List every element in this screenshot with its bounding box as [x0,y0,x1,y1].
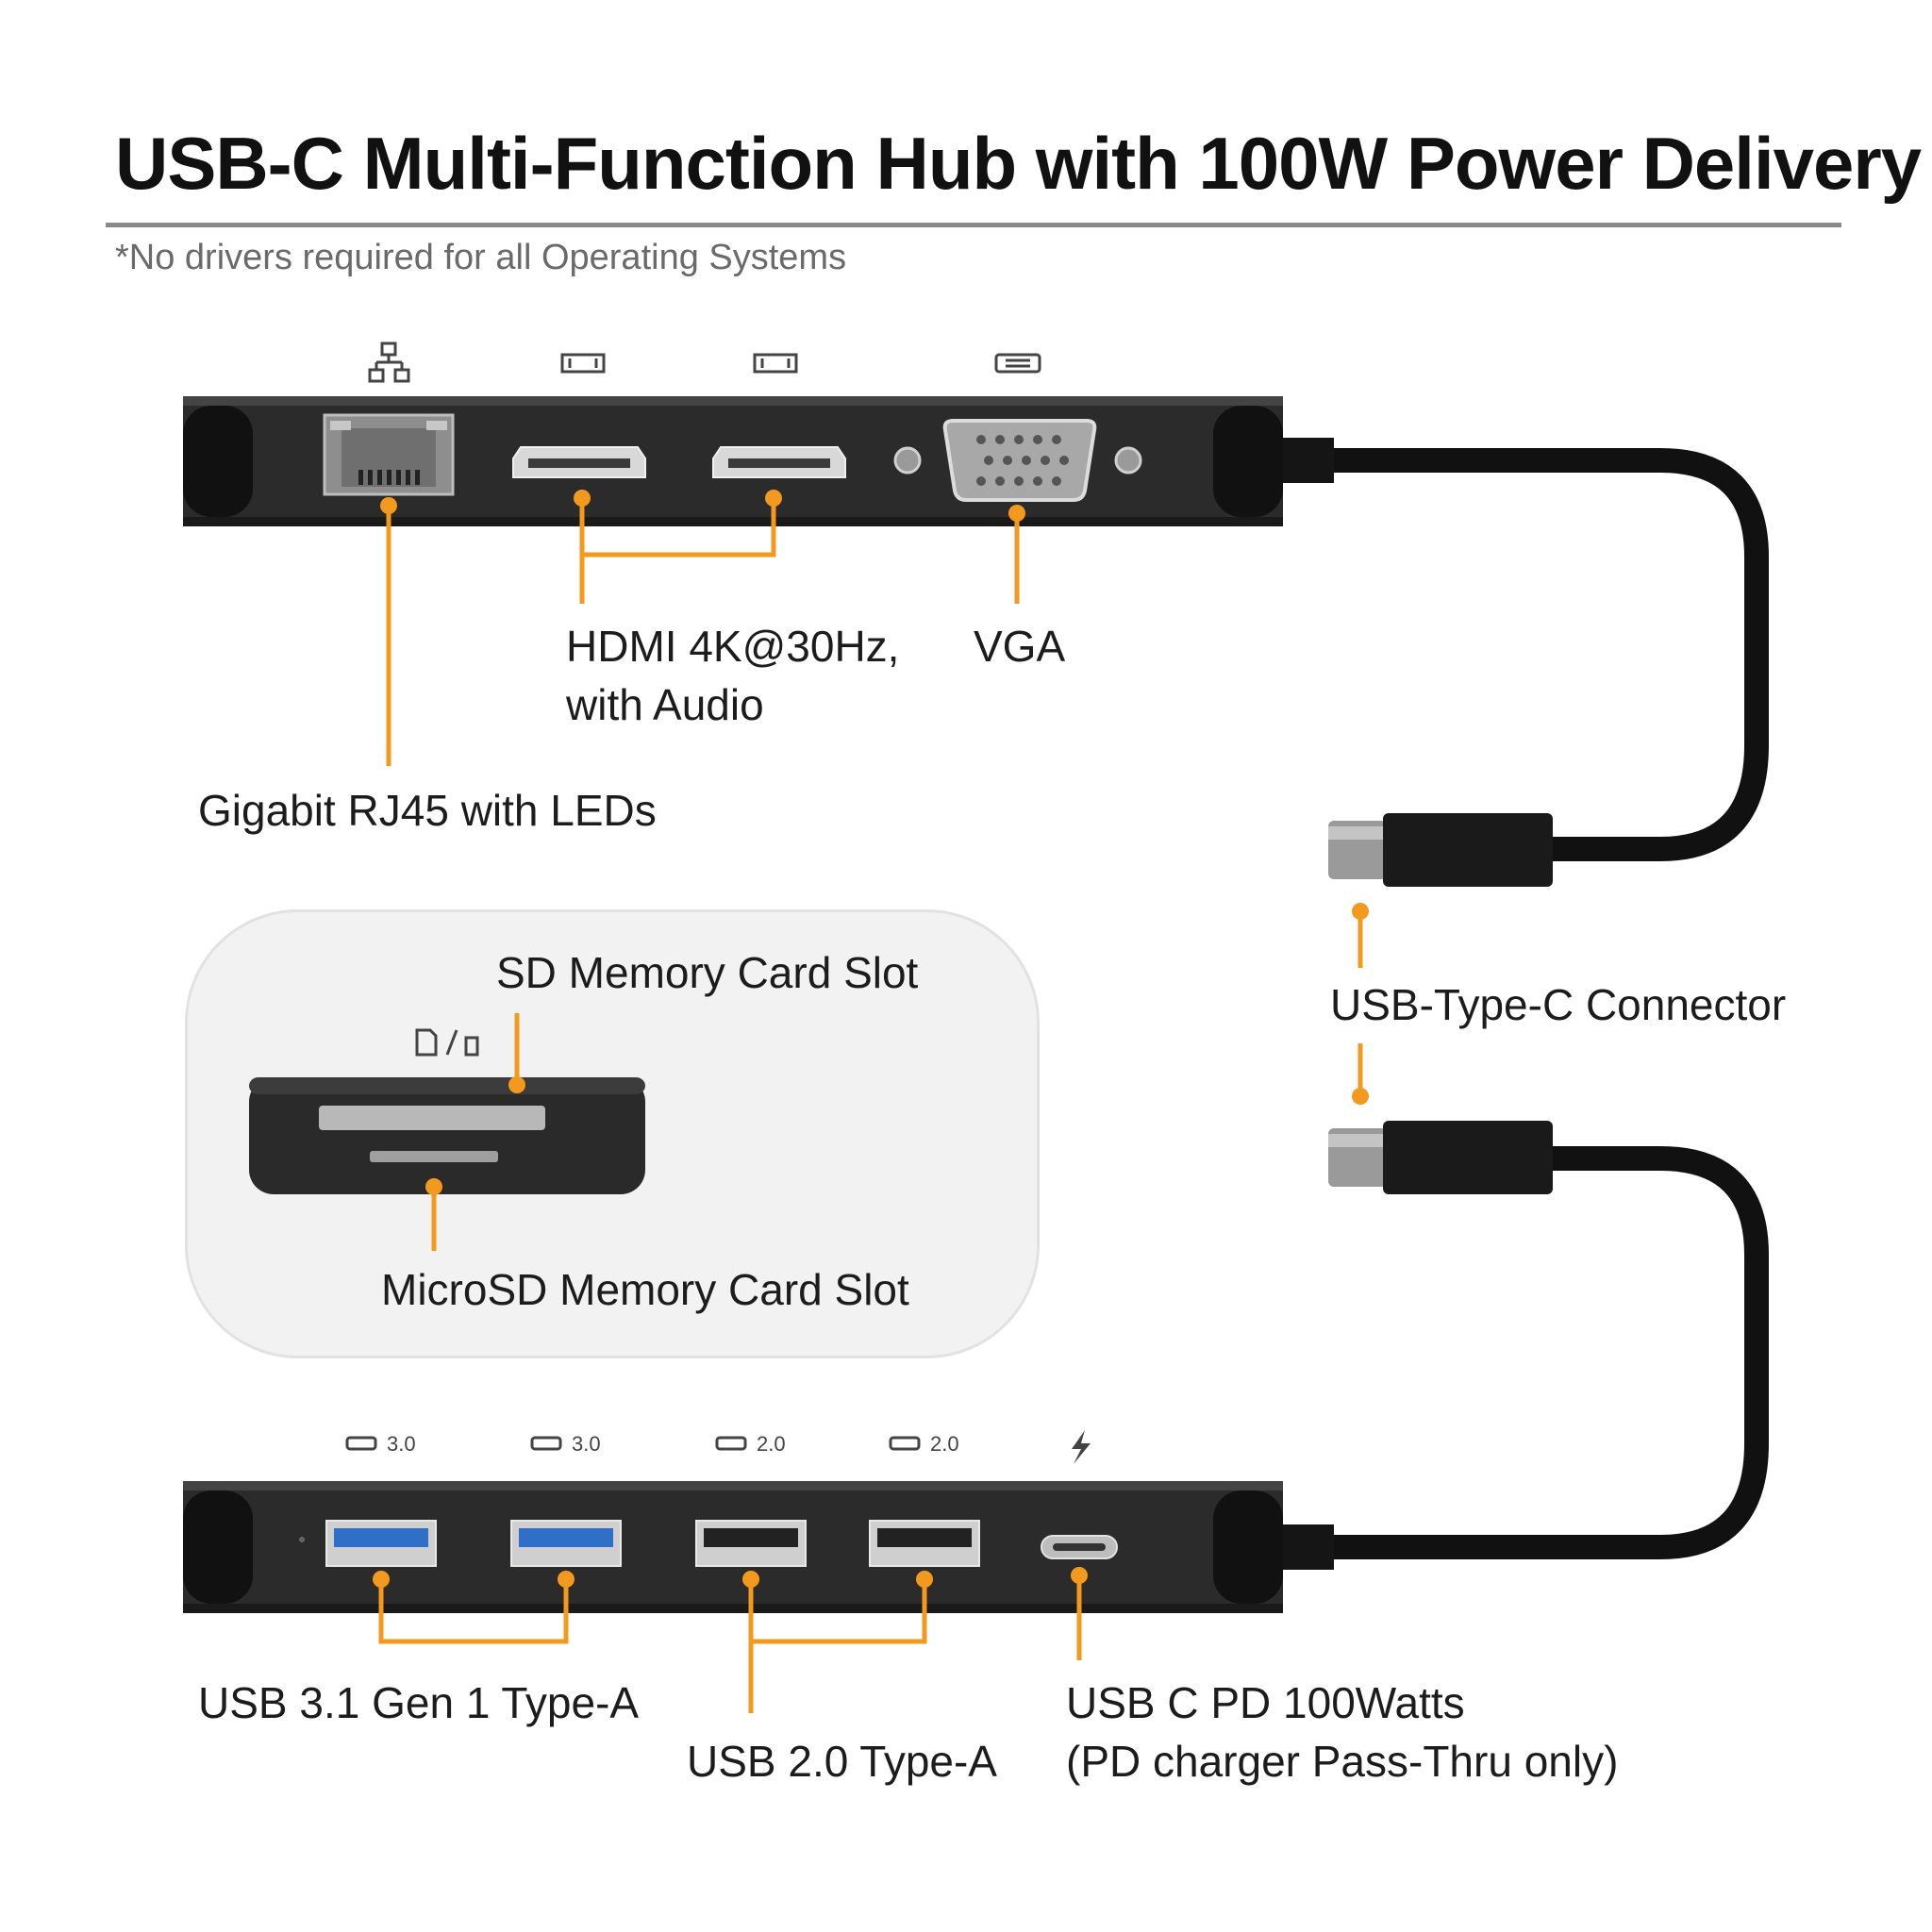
usbc-connector-label: USB-Type-C Connector [1330,980,1787,1029]
hdmi1-callout-dot [574,490,591,507]
usb2-port-1 [695,1520,807,1567]
page-title: USB-C Multi-Function Hub with 100W Power… [115,122,1922,205]
hdmi-label-line1: HDMI 4K@30Hz, [566,622,900,671]
vga-label: VGA [974,622,1066,671]
usbc-pd-port [1041,1535,1118,1559]
connector-top-dot [1352,903,1369,920]
connector-bottom-dot [1352,1088,1369,1105]
usb3-badge-1: 3.0 [387,1432,416,1456]
usb3-badge-2: 3.0 [572,1432,601,1456]
usbc-plug-top [1328,813,1553,887]
hdmi-port-1 [512,446,646,478]
usb3-port-1 [325,1520,437,1567]
sd-card-icon [415,1028,479,1057]
card-reader-device [249,1077,645,1194]
usb-icon: 3.0 [530,1432,601,1456]
usb2-badge-2: 2.0 [930,1432,959,1456]
vga-callout-dot [1008,505,1025,522]
lightning-icon [1072,1430,1091,1464]
sd-callout-dot [508,1076,525,1093]
hdmi-label-line2: with Audio [566,680,764,729]
usb2-port-2 [869,1520,980,1567]
usb20-label: USB 2.0 Type-A [687,1737,997,1786]
page-subtitle: *No drivers required for all Operating S… [115,238,847,277]
network-icon [368,341,410,383]
usb2-2-callout-dot [916,1571,933,1588]
top-callouts [386,498,1020,766]
pd-label-line1: USB C PD 100Watts [1066,1678,1465,1727]
vga-icon [994,353,1041,374]
bottom-callouts [378,1575,1082,1713]
hdmi-icon [560,353,606,374]
rj45-port [323,413,455,496]
hdmi-icon [753,353,798,374]
vga-port [893,419,1142,502]
pd-callout-dot [1071,1567,1088,1584]
hdmi2-callout-dot [765,490,782,507]
hdmi-port-2 [712,446,846,478]
title-divider [106,223,1841,227]
sd-slot [319,1106,545,1130]
usb3-2-callout-dot [558,1571,575,1588]
rj45-callout-dot [380,497,397,514]
usb31-label: USB 3.1 Gen 1 Type-A [198,1678,640,1727]
pd-label-line2: (PD charger Pass-Thru only) [1066,1737,1619,1786]
usb3-port-2 [510,1520,622,1567]
microsd-callout-dot [425,1178,442,1195]
top-cable [1308,448,1769,861]
microsd-slot [370,1151,498,1162]
usb2-badge-1: 2.0 [757,1432,786,1456]
rj45-label: Gigabit RJ45 with LEDs [198,786,657,835]
usbc-plug-bottom [1328,1121,1553,1194]
usb-icon: 2.0 [889,1432,959,1456]
bottom-cable [1308,1146,1769,1559]
sd-label: SD Memory Card Slot [496,948,919,997]
usb-icon: 3.0 [345,1432,416,1456]
usb-icon: 2.0 [715,1432,786,1456]
card-callouts [431,1013,520,1251]
usb3-1-callout-dot [373,1571,390,1588]
microsd-label: MicroSD Memory Card Slot [381,1265,909,1314]
usb2-1-callout-dot [742,1571,759,1588]
